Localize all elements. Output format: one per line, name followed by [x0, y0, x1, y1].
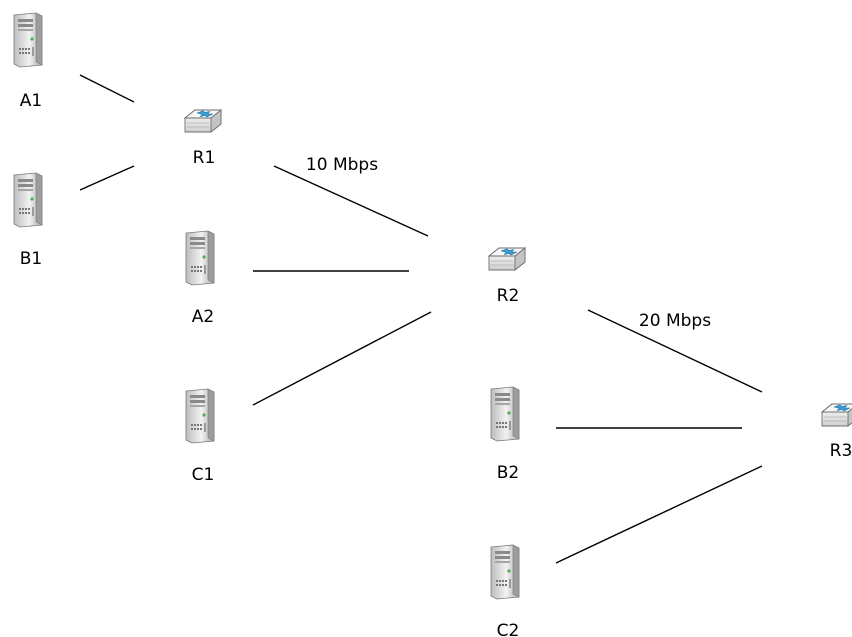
node-b2: B2 [490, 386, 520, 483]
router-icon [821, 403, 852, 427]
node-r2: R2 [488, 247, 526, 306]
node-label-b2: B2 [497, 463, 519, 483]
node-label-a1: A1 [20, 91, 42, 111]
node-a2: A2 [185, 230, 215, 327]
link-label-r2-r3: 20 Mbps [639, 311, 711, 331]
node-label-r1: R1 [193, 148, 216, 168]
node-label-r3: R3 [830, 441, 852, 461]
server-icon [490, 386, 520, 442]
server-icon [185, 388, 215, 444]
server-icon [490, 544, 520, 600]
server-icon [13, 12, 43, 68]
node-c2: C2 [490, 544, 520, 637]
server-icon [185, 230, 215, 286]
node-r3: R3 [821, 403, 852, 461]
link-r1-r2 [273, 165, 429, 237]
node-b1: B1 [13, 172, 43, 269]
node-r1: R1 [184, 109, 222, 168]
router-icon [488, 247, 526, 271]
link-b1-r1 [79, 165, 135, 191]
server-icon [13, 172, 43, 228]
router-icon [184, 109, 222, 133]
node-label-c1: C1 [192, 465, 215, 485]
node-a1: A1 [13, 12, 43, 111]
link-c1-r2 [252, 311, 432, 406]
link-a1-r1 [79, 74, 135, 103]
node-c1: C1 [185, 388, 215, 485]
link-c2-r3 [555, 465, 763, 564]
link-labels-layer: 10 Mbps 20 Mbps [306, 155, 711, 331]
link-label-r1-r2: 10 Mbps [306, 155, 378, 175]
node-label-c2: C2 [497, 621, 520, 637]
node-label-a2: A2 [192, 307, 214, 327]
link-r2-r3 [587, 309, 763, 393]
node-label-r2: R2 [497, 286, 520, 306]
links-layer [79, 74, 763, 564]
node-label-b1: B1 [20, 249, 42, 269]
